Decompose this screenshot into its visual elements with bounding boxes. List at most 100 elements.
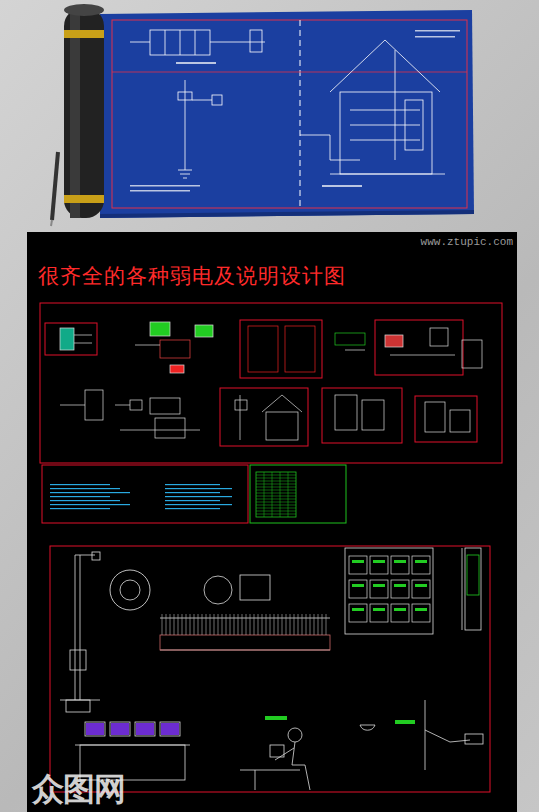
stroke [50,496,110,497]
stroke [370,556,388,574]
stroke [256,490,296,491]
stroke [318,614,319,635]
stroke [352,560,364,563]
stroke [256,484,296,485]
stroke [349,556,367,574]
stroke [256,487,296,488]
cabinet-grid [349,556,430,622]
stroke [349,604,367,622]
stroke [206,614,207,635]
paper-roll [51,4,104,226]
stroke [370,604,388,622]
schematics [60,322,482,440]
stroke [165,500,220,501]
stroke [256,505,296,506]
stroke [326,614,327,635]
table-lines [256,472,296,517]
stroke [202,614,203,635]
stroke [288,472,289,517]
stroke [373,560,385,563]
stroke [394,560,406,563]
stroke [238,614,239,635]
stroke [373,608,385,611]
stroke [226,614,227,635]
note-lines [50,484,232,509]
stroke [174,614,175,635]
stroke [314,614,315,635]
stroke [264,472,265,517]
stroke [394,608,406,611]
stroke [412,604,430,622]
stroke [298,614,299,635]
stroke [165,508,220,509]
watermark-logo: 众图网 [32,768,125,812]
stroke [274,614,275,635]
stroke [270,614,271,635]
stroke [306,614,307,635]
stroke [165,488,232,489]
black-panel [27,232,517,812]
stroke [394,584,406,587]
blueprint-sheet [100,10,474,218]
stroke [290,614,291,635]
stroke [256,481,296,482]
equipment-drawings [60,548,483,790]
stroke [50,492,130,493]
stroke [190,614,191,635]
stroke [234,614,235,635]
stroke [256,478,296,479]
stroke [256,508,296,509]
stroke [50,488,120,489]
stroke [182,614,183,635]
stroke [415,560,427,563]
stroke [286,614,287,635]
stroke [262,614,263,635]
stroke [282,614,283,635]
page-title: 很齐全的各种弱电及说明设计图 [38,262,346,290]
stroke [370,580,388,598]
stroke [256,511,296,512]
stroke [256,502,296,503]
stroke [50,484,110,485]
stroke [256,496,296,497]
stroke [165,504,232,505]
stroke [349,580,367,598]
stroke [310,614,311,635]
stroke [250,614,251,635]
stroke [230,614,231,635]
stroke [170,614,171,635]
stroke [218,614,219,635]
stroke [352,608,364,611]
stroke [391,556,409,574]
stroke [294,614,295,635]
stroke [50,500,120,501]
stroke [391,604,409,622]
stroke [242,614,243,635]
stroke [256,472,296,517]
stroke [256,514,296,515]
stroke [254,614,255,635]
stroke [186,614,187,635]
stroke [50,504,130,505]
stroke [412,556,430,574]
stroke [178,614,179,635]
watermark-url: www.ztupic.com [421,236,513,248]
stroke [322,614,323,635]
stroke [214,614,215,635]
red-frames [40,303,502,792]
stroke [256,499,296,500]
stroke [166,614,167,635]
stroke [256,475,296,476]
stroke [256,493,296,494]
stroke [373,584,385,587]
stroke [165,492,220,493]
stroke [352,584,364,587]
stroke [272,472,273,517]
stroke [412,580,430,598]
stroke [278,614,279,635]
monitor-fills [86,716,415,735]
stroke [246,614,247,635]
stroke [210,614,211,635]
stroke [391,580,409,598]
